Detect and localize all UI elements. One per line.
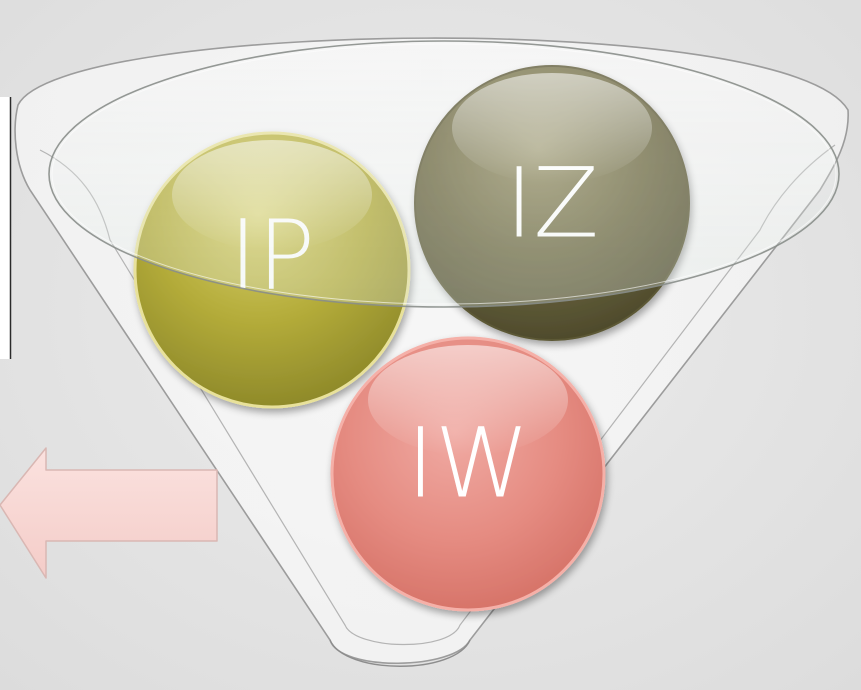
left-panel-edge [0, 97, 12, 359]
left-arrow-icon [0, 447, 218, 579]
ball-iw: IW [330, 336, 606, 612]
ball-iw-label: IW [406, 407, 529, 519]
funnel-rim [48, 40, 840, 308]
